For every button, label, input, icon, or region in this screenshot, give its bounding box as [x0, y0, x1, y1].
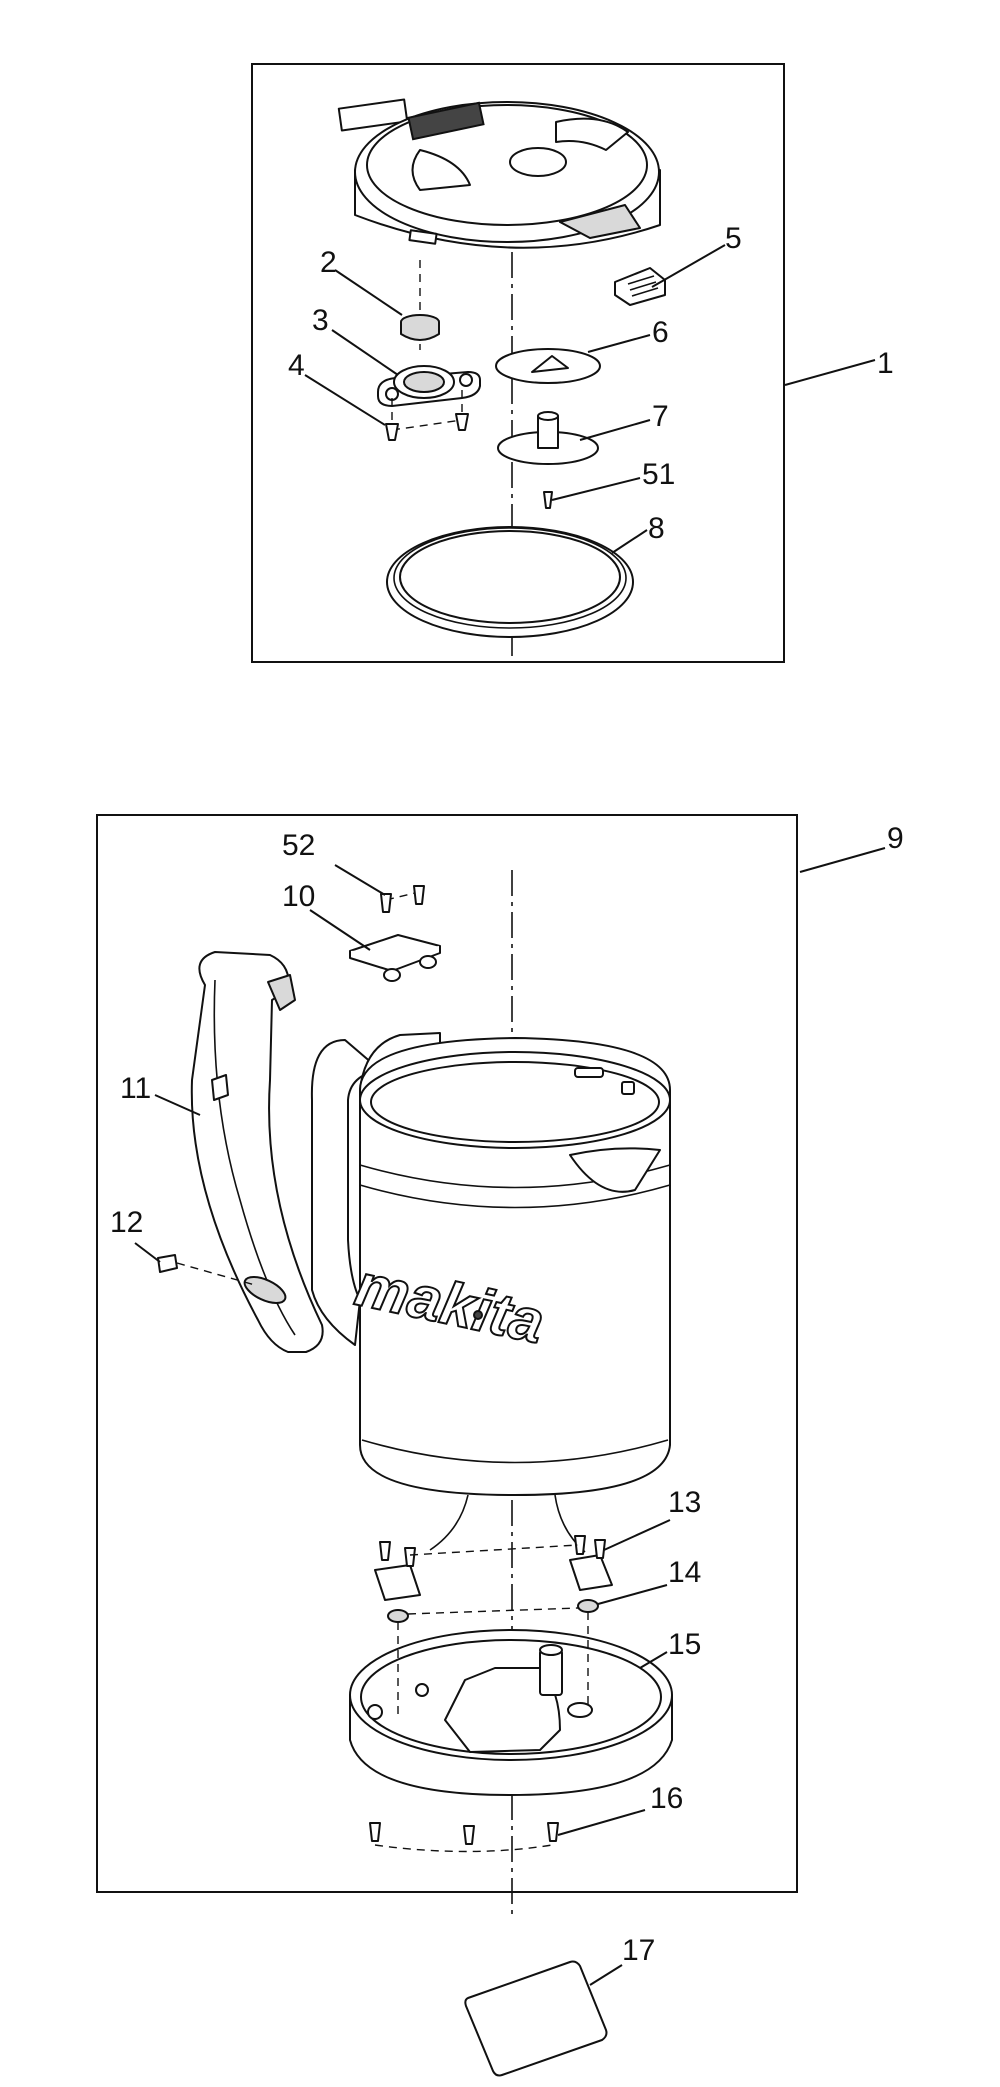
callout-14: 14 [668, 1556, 701, 1589]
callout-52: 52 [282, 829, 315, 862]
part-15-base [349, 1612, 673, 1796]
callout-10: 10 [282, 880, 315, 913]
part-17-label-card [464, 1960, 608, 2077]
callout-8: 8 [648, 512, 665, 545]
callout-51: 51 [642, 458, 675, 491]
part-2-cap [400, 260, 440, 350]
part-52-screws [380, 885, 425, 913]
body-assembly-frame [96, 814, 798, 1893]
callout-labels: 1 2 3 4 5 6 7 51 8 9 52 10 11 12 13 14 1… [110, 222, 904, 1967]
part-7-post [497, 411, 599, 465]
callout-4: 4 [288, 349, 305, 382]
part-6-disc [495, 348, 601, 384]
callout-3: 3 [312, 304, 329, 337]
callout-16: 16 [650, 1782, 683, 1815]
part-11-handle-cover [190, 951, 324, 1353]
callout-9: 9 [887, 822, 904, 855]
part-12-screw [157, 1254, 256, 1286]
lid-assembly-group [251, 63, 785, 663]
part-51-screw [543, 491, 553, 509]
callout-13: 13 [668, 1486, 701, 1519]
callout-6: 6 [652, 316, 669, 349]
part-10-plate [349, 934, 441, 982]
part-8-seal-ring [386, 526, 634, 638]
part-14-washers [387, 1599, 599, 1623]
callout-5: 5 [725, 222, 742, 255]
body-assembly-group: makita [96, 814, 798, 1920]
callout-1: 1 [877, 347, 894, 380]
lid-assembly-frame [251, 63, 785, 663]
callout-12: 12 [110, 1206, 143, 1239]
kettle-body: makita [310, 1032, 671, 1553]
lid-part [337, 98, 661, 249]
part-5-clip [614, 267, 666, 306]
part-13-brackets [374, 1535, 613, 1601]
callout-15: 15 [668, 1628, 701, 1661]
callout-2: 2 [320, 246, 337, 279]
part-16-screws [369, 1822, 559, 1853]
callout-7: 7 [652, 400, 669, 433]
bottom-leader-lines [134, 847, 886, 1986]
part-4-screws [385, 390, 469, 441]
callout-17: 17 [622, 1934, 655, 1967]
top-leader-lines [304, 244, 876, 554]
callout-11: 11 [120, 1072, 151, 1105]
part-3-bracket [377, 365, 481, 407]
